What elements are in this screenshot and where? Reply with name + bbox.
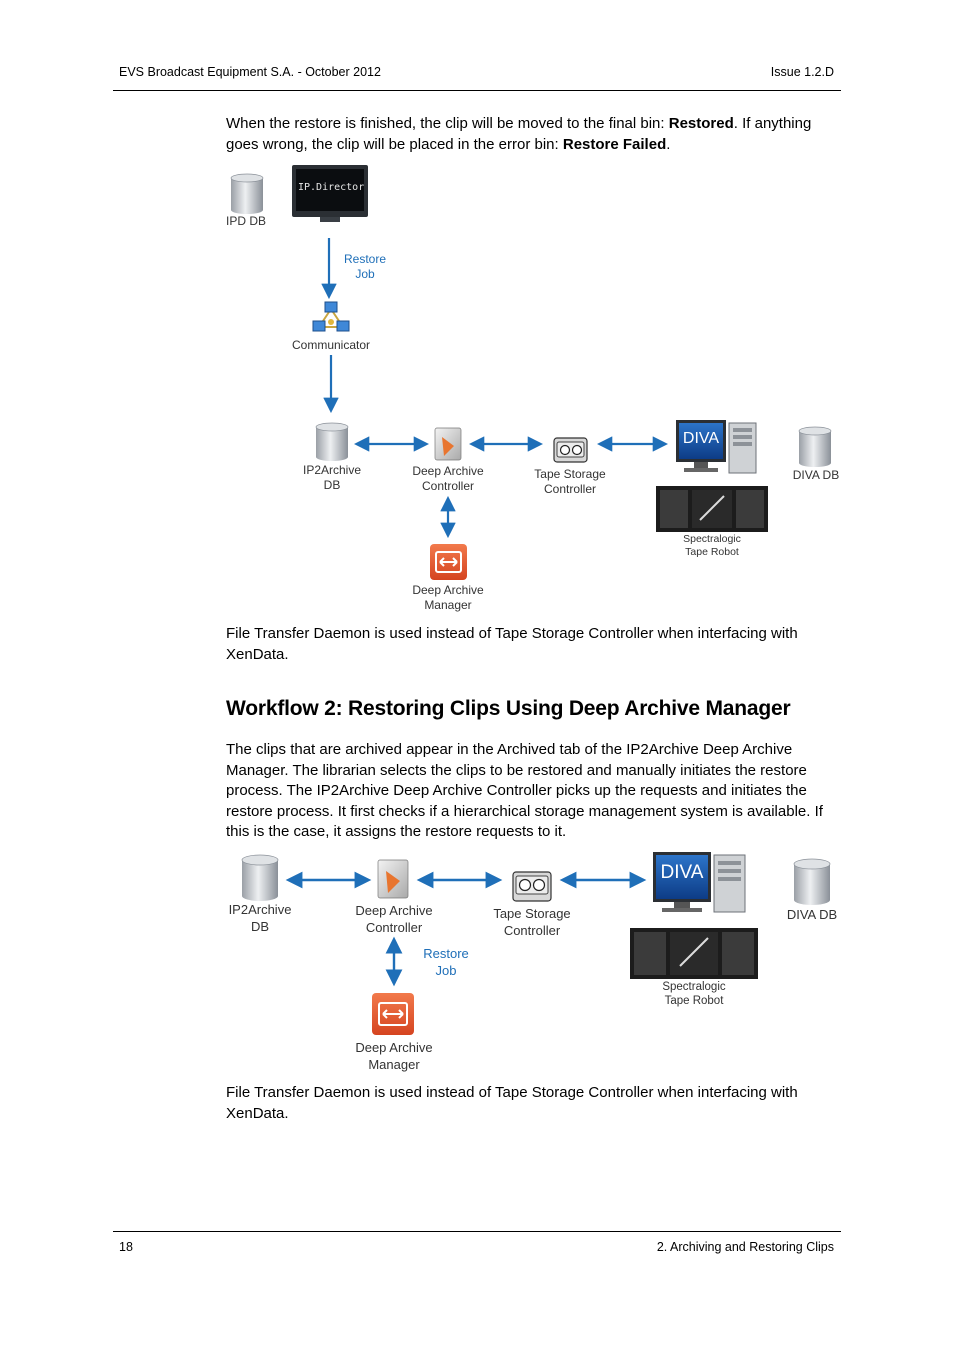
page-number: 18 <box>119 1240 133 1254</box>
intro-text-3: . <box>666 135 671 153</box>
label-ipd-db: IPD DB <box>226 214 267 228</box>
intro-bold-restored: Restored <box>668 115 734 132</box>
label-diva-db: DIVA DB <box>792 468 840 482</box>
communicator-icon <box>312 301 350 332</box>
tape-robot-icon <box>656 486 768 532</box>
section-heading: Workflow 2: Restoring Clips Using Deep A… <box>226 697 791 720</box>
ip2archive-db-line-2: DB <box>323 478 341 492</box>
label-diva-db-2: DIVA DB <box>786 907 838 922</box>
deep-archive-controller-icon-2 <box>377 859 409 899</box>
diva-db-icon-2 <box>793 858 831 905</box>
intro-bold-restore-failed: Restore Failed <box>562 135 667 153</box>
tsc2-line-1: Tape Storage <box>493 906 571 921</box>
tape-robot-icon-2 <box>630 928 758 979</box>
deep-archive-manager-icon <box>430 544 467 580</box>
header-left: EVS Broadcast Equipment S.A. - October 2… <box>119 65 381 79</box>
intro-paragraph: When the restore is finished, the clip w… <box>226 114 841 155</box>
dam2-line-1: Deep Archive <box>355 1040 433 1055</box>
restore-job-2-line-2: Job <box>435 963 457 978</box>
ipdirector-monitor-icon <box>292 165 368 222</box>
tsc-line-1: Tape Storage <box>534 467 606 481</box>
deep-archive-manager-icon-2 <box>372 993 414 1035</box>
ip2archive-db-icon <box>315 422 349 461</box>
ipd-db-icon <box>230 173 264 214</box>
restore-job-line-1: Restore <box>343 252 387 266</box>
restore-job-line-2: Job <box>355 267 375 281</box>
diva-screen-text-2: DIVA <box>660 862 704 883</box>
diva-workstation-icon <box>676 420 757 474</box>
intro-text-1: When the restore is finished, the clip w… <box>226 115 669 132</box>
diva-db-icon <box>798 426 832 467</box>
ipdirector-screen-text: IP.Director <box>298 182 365 193</box>
tsc2-line-2: Controller <box>503 923 561 938</box>
diva-workstation-icon-2 <box>653 852 746 913</box>
intro-text-2: . If anything goes wrong, the clip will … <box>226 115 812 153</box>
tape-storage-controller-icon-2 <box>512 871 552 902</box>
robot2-line-1: Spectralogic <box>662 981 726 993</box>
workflow2-paragraph: The clips that are archived appear in th… <box>226 741 823 841</box>
diva-screen-text: DIVA <box>682 430 720 447</box>
deep-archive-controller-icon <box>434 427 462 461</box>
tape-storage-controller-icon <box>553 437 588 463</box>
note-xendata-2: File Transfer Daemon is used instead of … <box>226 1084 798 1122</box>
robot2-line-2: Tape Robot <box>664 995 724 1007</box>
dac-line-1: Deep Archive <box>412 464 484 478</box>
robot-line-2: Tape Robot <box>685 545 739 558</box>
ip2archive-db-2-line-2: DB <box>250 919 270 934</box>
dac-line-2: Controller <box>421 479 475 493</box>
dac2-line-2: Controller <box>365 920 423 935</box>
dam-line-2: Manager <box>424 598 472 612</box>
robot-line-1: Spectralogic <box>683 533 741 545</box>
label-communicator: Communicator <box>291 338 371 352</box>
footer-rule <box>113 1231 841 1232</box>
restore-job-2-line-1: Restore <box>423 946 469 961</box>
dam-line-1: Deep Archive <box>412 583 484 597</box>
ip2archive-db-2-line-1: IP2Archive <box>228 902 292 917</box>
header-right: Issue 1.2.D <box>770 65 834 79</box>
header-rule <box>113 90 841 91</box>
ip2archive-db-icon-2 <box>241 854 279 901</box>
dac2-line-1: Deep Archive <box>355 903 433 918</box>
ip2archive-db-line-1: IP2Archive <box>302 463 362 477</box>
dam2-line-2: Manager <box>368 1057 420 1072</box>
footer-chapter: 2. Archiving and Restoring Clips <box>656 1240 834 1254</box>
tsc-line-2: Controller <box>543 482 597 496</box>
note-xendata-1: File Transfer Daemon is used instead of … <box>226 625 798 663</box>
